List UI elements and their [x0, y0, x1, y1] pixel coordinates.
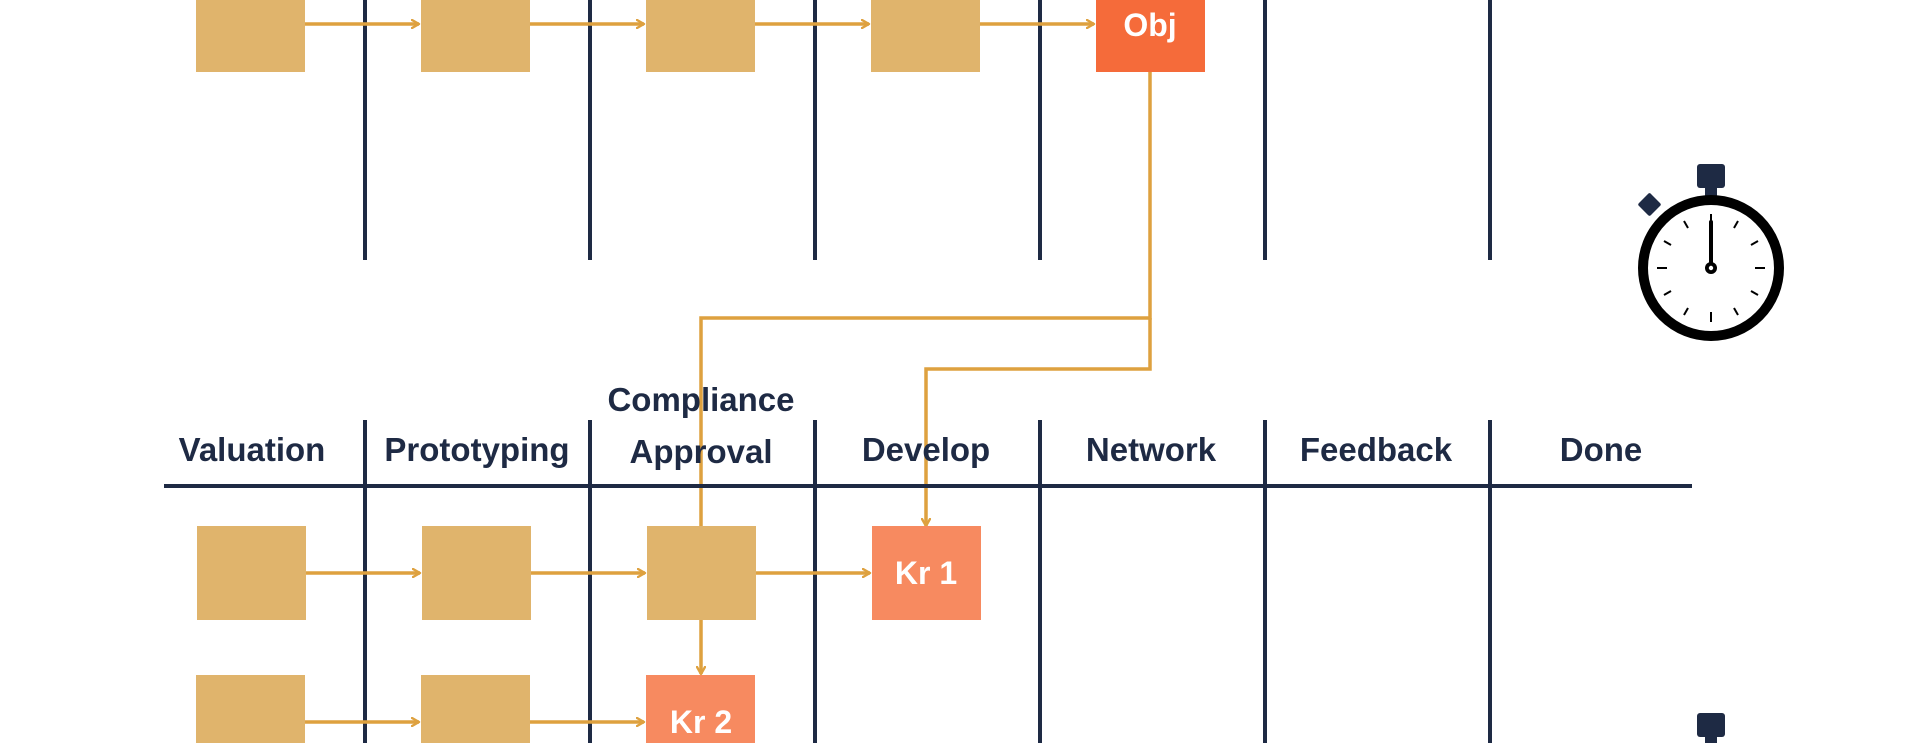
column-header-approval: Approval	[629, 433, 772, 470]
objective-card	[1096, 0, 1205, 72]
key-result-1-card	[872, 526, 981, 620]
column-header-develop: Develop	[862, 431, 990, 468]
key-result-1-label: Kr 1	[895, 555, 957, 591]
bottom-board-lines	[164, 420, 1692, 743]
task-card	[421, 675, 530, 743]
task-card	[422, 526, 531, 620]
key-result-2-label: Kr 2	[670, 704, 732, 740]
bottom-row-2: Kr 2	[196, 675, 755, 743]
connector-obj-to-kr2	[701, 72, 1152, 674]
objective-connectors	[701, 72, 1152, 674]
column-header-network: Network	[1086, 431, 1217, 468]
task-card	[196, 0, 305, 72]
column-header-prototyping: Prototyping	[384, 431, 569, 468]
task-card	[421, 0, 530, 72]
task-card	[871, 0, 980, 72]
column-header-valuation: Valuation	[179, 431, 326, 468]
stopwatch-icon-partial	[1697, 713, 1725, 743]
stopwatch-icon	[1638, 164, 1784, 341]
top-board-dividers	[363, 0, 1492, 260]
bottom-row-1: Kr 1	[197, 526, 981, 620]
task-card	[647, 526, 756, 620]
column-header-feedback: Feedback	[1300, 431, 1453, 468]
column-header-done: Done	[1560, 431, 1643, 468]
top-board-cards: Obj	[196, 0, 1205, 72]
column-header-compliance: Compliance	[607, 381, 794, 418]
task-card	[646, 0, 755, 72]
task-card	[197, 526, 306, 620]
objective-label: Obj	[1123, 7, 1176, 43]
task-card	[196, 675, 305, 743]
connector-obj-to-kr1	[926, 318, 1152, 526]
key-result-2-card	[646, 675, 755, 743]
column-headers: Valuation Prototyping Compliance Approva…	[179, 381, 1643, 470]
